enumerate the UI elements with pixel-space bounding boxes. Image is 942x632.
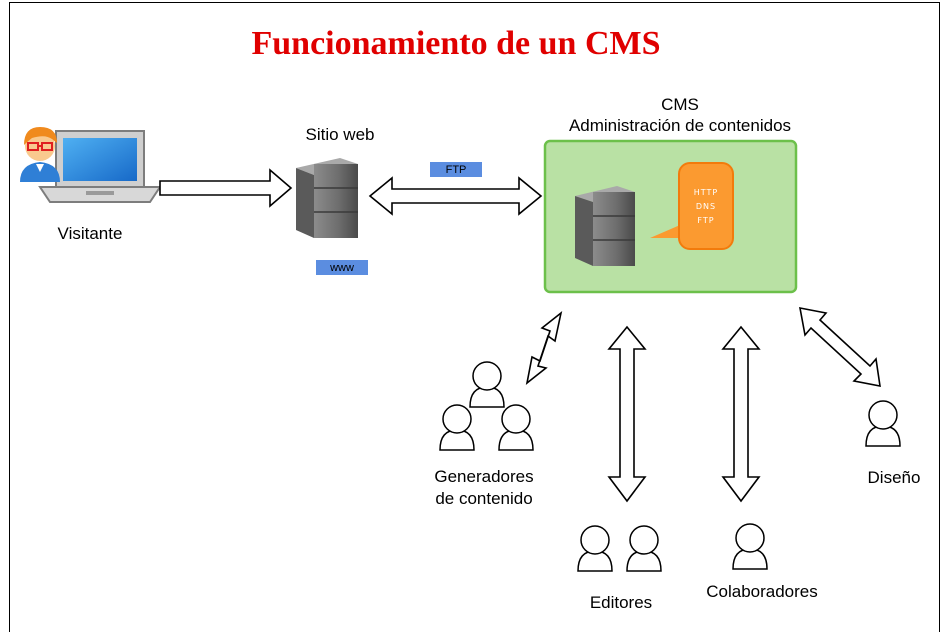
website-label: Sitio web: [306, 125, 375, 144]
cms-label-line1: CMS: [661, 95, 699, 114]
arrow-visitor-to-website: [159, 168, 293, 208]
protocols-speech-bubble: [650, 162, 734, 250]
collaborator-person-icon: [732, 523, 768, 570]
www-tag-label: www: [329, 262, 354, 274]
cms-server-icon: [575, 186, 635, 266]
editor-person-icon: [626, 525, 662, 572]
visitor-person-icon: [20, 127, 60, 182]
generator-person-icon: [469, 361, 505, 408]
design-label: Diseño: [868, 468, 921, 487]
generator-person-icon: [498, 404, 534, 451]
arrow-cms-collaborators: [721, 325, 761, 503]
arrow-cms-editors: [607, 325, 647, 503]
design-person-icon: [865, 400, 901, 447]
arrow-cms-design: [798, 306, 881, 387]
diagram-svg: Funcionamiento de un CMS Visitante Sitio…: [20, 25, 921, 612]
www-tag: [316, 260, 368, 275]
protocol-dns: DNS: [696, 202, 716, 211]
visitor-laptop-icon: [38, 130, 162, 203]
diagram-title: Funcionamiento de un CMS: [252, 25, 661, 62]
diagram-canvas: Funcionamiento de un CMS Visitante Sitio…: [9, 2, 940, 632]
editors-label: Editores: [590, 593, 652, 612]
cms-label-line2: Administración de contenidos: [569, 116, 791, 135]
arrow-cms-generators: [525, 310, 563, 385]
visitor-label: Visitante: [58, 224, 123, 243]
collaborators-label: Colaboradores: [706, 582, 818, 601]
arrow-website-cms: [368, 176, 543, 216]
ftp-tag: [430, 162, 482, 177]
protocol-ftp: FTP: [697, 216, 714, 225]
generators-label-line1: Generadores: [434, 467, 533, 486]
editor-person-icon: [577, 525, 613, 572]
slide-frame: [9, 2, 940, 632]
generators-label-line2: de contenido: [435, 489, 532, 508]
website-server-icon: [296, 158, 358, 238]
generator-person-icon: [439, 404, 475, 451]
protocol-http: HTTP: [694, 188, 718, 197]
ftp-tag-label: FTP: [446, 164, 467, 176]
